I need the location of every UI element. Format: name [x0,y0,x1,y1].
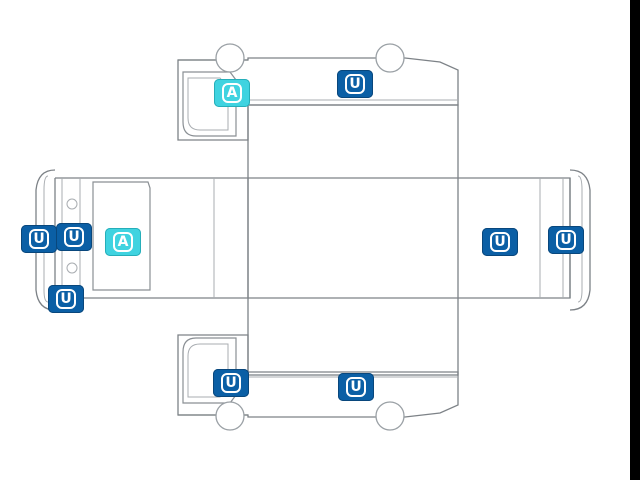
wheel [375,43,405,73]
marker-u: U [337,70,373,98]
marker-u: U [482,228,518,256]
marker-u: U [48,285,84,313]
marker-u: U [56,223,92,251]
wheel [215,401,245,431]
marker-u: U [21,225,57,253]
marker-u: U [548,226,584,254]
edge-bar [630,0,640,480]
top-side-view [177,43,459,141]
marker-u: U [338,373,374,401]
marker-a: A [105,228,141,256]
wheel [375,401,405,431]
wheel [215,43,245,73]
marker-u: U [213,369,249,397]
marker-a: A [214,79,250,107]
